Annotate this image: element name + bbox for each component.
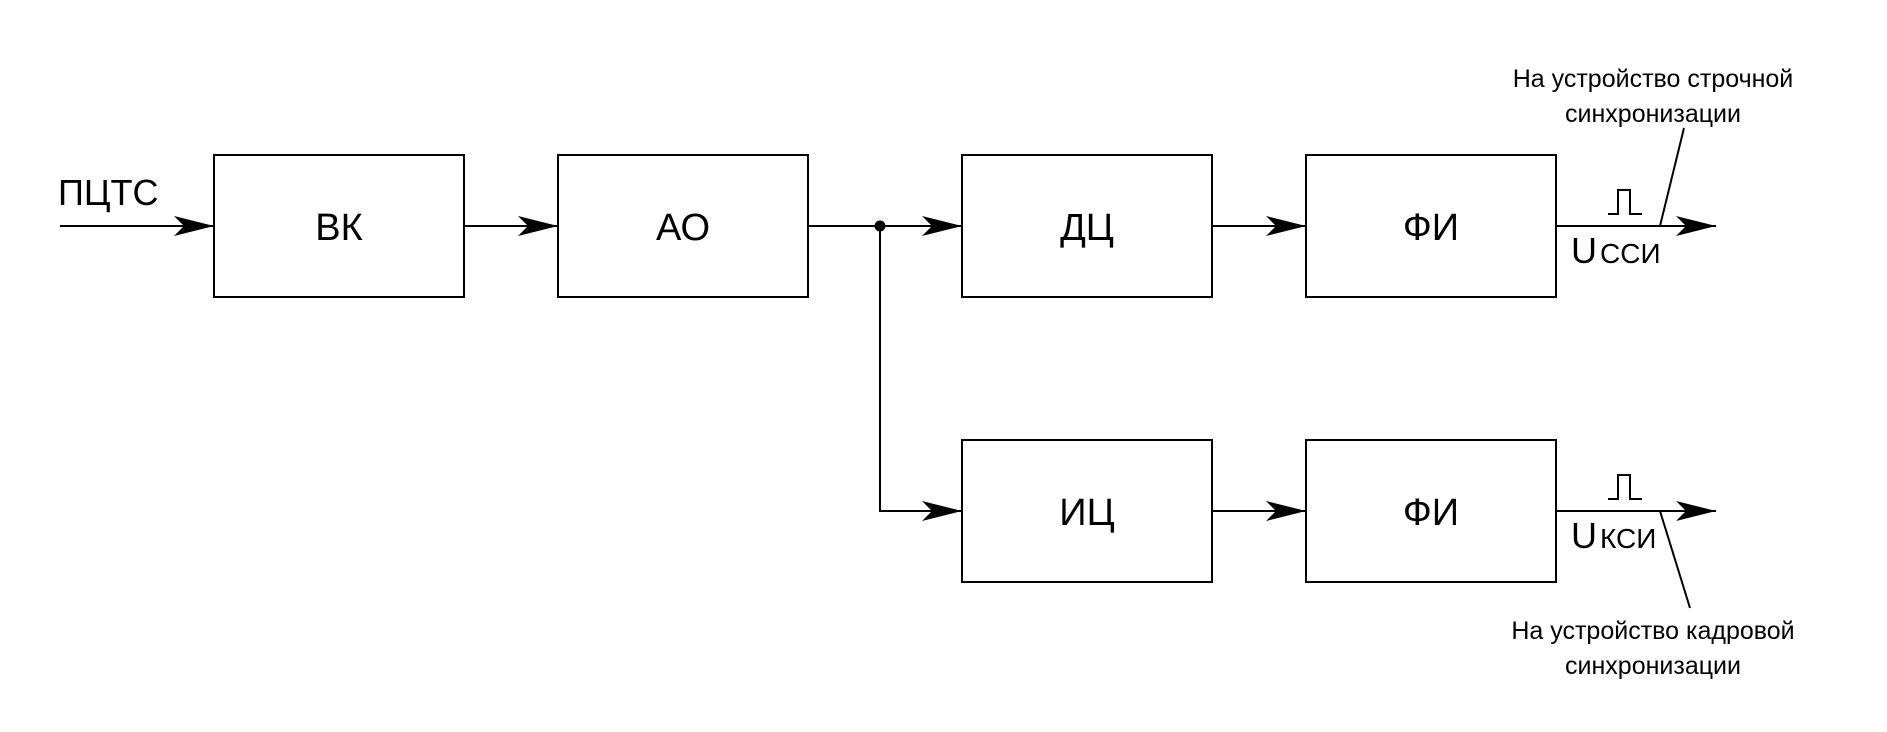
input-label: ПЦТС [58, 172, 159, 213]
block-dc-label: ДЦ [1060, 207, 1114, 249]
block-fi-top: ФИ [1305, 154, 1557, 298]
block-ao: АО [557, 154, 809, 298]
ao-to-ic-wire [879, 226, 962, 521]
top-note-line2: синхронизации [1565, 100, 1741, 128]
bottom-note-line1: На устройство кадровой [1511, 617, 1794, 645]
block-ic-label: ИЦ [1059, 492, 1114, 534]
bottom-note-line2: синхронизации [1565, 652, 1741, 680]
block-vk: ВК [213, 154, 465, 298]
bottom-pulse-icon [1608, 474, 1642, 500]
block-vk-label: ВК [315, 207, 362, 249]
block-fi-bottom: ФИ [1305, 439, 1557, 583]
top-note-leader [1659, 127, 1685, 227]
block-ic: ИЦ [961, 439, 1213, 583]
bottom-note-leader [1659, 510, 1691, 609]
block-fi-bottom-label: ФИ [1403, 492, 1459, 534]
top-note-line1: На устройство строчной [1513, 65, 1794, 93]
block-fi-top-label: ФИ [1403, 207, 1459, 249]
block-dc: ДЦ [961, 154, 1213, 298]
top-pulse-icon [1608, 189, 1642, 215]
block-ao-label: АО [656, 207, 710, 249]
